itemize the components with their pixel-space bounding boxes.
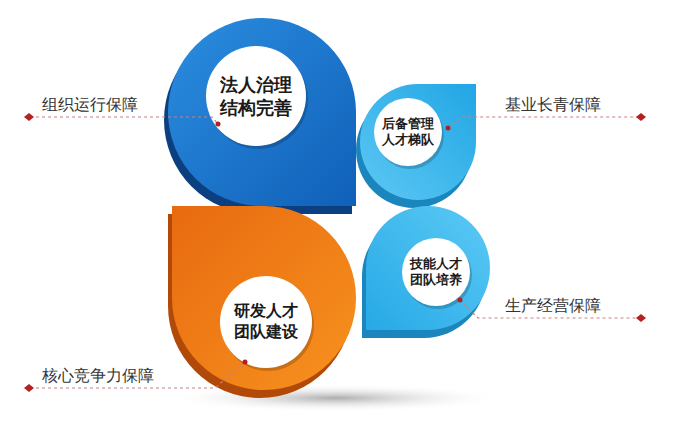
leader-dot — [243, 360, 248, 365]
node-text-box: 法人治理 结构完善 — [206, 46, 306, 146]
leader-line — [448, 117, 640, 128]
diamond-marker — [24, 113, 34, 121]
petal-face — [168, 18, 356, 206]
diamond-marker — [636, 314, 646, 322]
callout-label: 基业长青保障 — [505, 95, 601, 116]
diamond-marker — [636, 113, 646, 121]
petal-face — [366, 206, 490, 330]
callout-label: 核心竞争力保障 — [42, 366, 154, 387]
petal-shape — [172, 206, 356, 390]
node-text-box: 后备管理 人才梯队 — [374, 98, 442, 166]
leader-line — [460, 300, 640, 318]
leader-line — [30, 117, 218, 124]
petal-face — [172, 206, 356, 390]
callout-label: 组织运行保障 — [42, 95, 138, 116]
petal-node: 技能人才 团队培养 — [366, 206, 490, 330]
leader-dot — [458, 298, 463, 303]
node-label: 技能人才 团队培养 — [408, 256, 463, 289]
leader-line — [30, 362, 245, 388]
diamond-marker — [24, 384, 34, 392]
petal-node: 法人治理 结构完善 — [168, 18, 356, 206]
node-label: 后备管理 人才梯队 — [380, 116, 435, 149]
text-circle — [206, 46, 306, 146]
petal-node: 后备管理 人才梯队 — [360, 84, 476, 200]
text-circle — [374, 98, 442, 166]
leader-dot — [216, 122, 221, 127]
node-text-box: 技能人才 团队培养 — [402, 238, 470, 306]
node-label: 研发人才 团队建设 — [231, 301, 301, 343]
node-label: 法人治理 结构完善 — [216, 73, 295, 120]
callout-label: 生产经营保障 — [505, 296, 601, 317]
leader-dot — [446, 126, 451, 131]
text-circle — [402, 238, 470, 306]
node-text-box: 研发人才 团队建设 — [220, 276, 312, 368]
text-circle — [220, 276, 312, 368]
petal-face — [360, 84, 476, 200]
ground-shadow — [165, 384, 505, 412]
petal-node: 研发人才 团队建设 — [172, 206, 356, 390]
